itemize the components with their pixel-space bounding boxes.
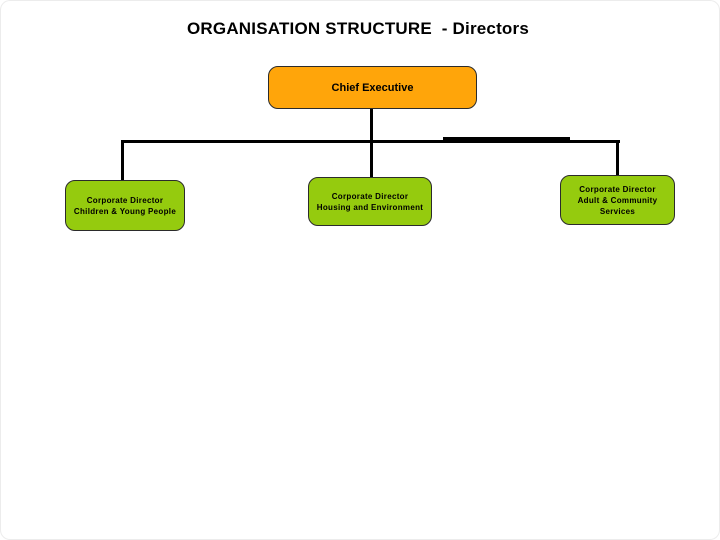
- page-title: ORGANISATION STRUCTURE - Directors: [187, 19, 529, 38]
- node-director-housing-environment[interactable]: Corporate Director Housing and Environme…: [308, 177, 432, 226]
- node-label-line: Adult & Community: [577, 195, 658, 205]
- connector-right-down: [616, 140, 619, 175]
- connector-left-down: [121, 140, 124, 180]
- node-director-adult-community-services[interactable]: Corporate Director Adult & Community Ser…: [560, 175, 675, 225]
- node-label-line: Services: [599, 206, 636, 216]
- node-chief-executive-label: Chief Executive: [331, 81, 414, 94]
- connector-branch-overlap: [443, 137, 570, 140]
- connector-branch-horizontal: [121, 140, 620, 143]
- node-label-line: Corporate Director: [579, 184, 656, 194]
- node-label-line: Housing and Environment: [316, 202, 424, 212]
- node-label-line: Corporate Director: [331, 191, 409, 201]
- node-label-line: Children & Young People: [73, 206, 177, 216]
- node-director-children-young-people[interactable]: Corporate Director Children & Young Peop…: [65, 180, 185, 231]
- node-chief-executive[interactable]: Chief Executive: [268, 66, 477, 109]
- node-label-line: Corporate Director: [86, 195, 164, 205]
- connector-executive-down: [370, 109, 373, 177]
